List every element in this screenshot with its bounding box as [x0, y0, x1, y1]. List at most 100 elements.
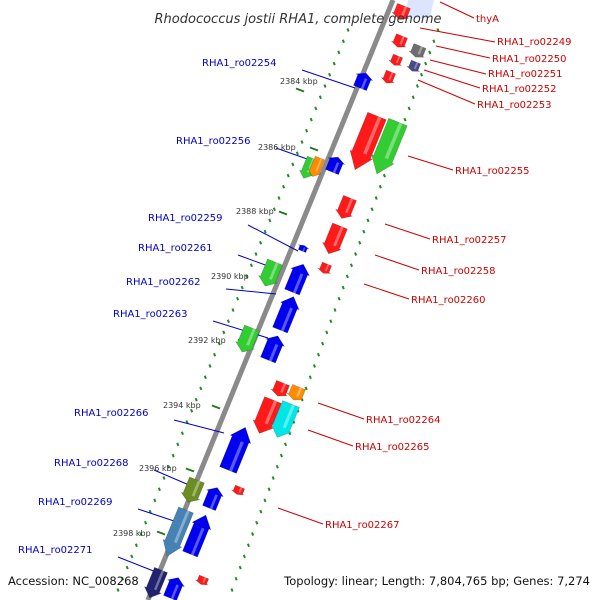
kbp-label: 2398 kbp [113, 529, 151, 538]
right-tick-track-dot [349, 263, 354, 268]
gene-label-RHA1_ro02252[interactable]: RHA1_ro02252 [482, 84, 557, 95]
gene-ro02252 [406, 59, 422, 72]
gene-label-RHA1_ro02265[interactable]: RHA1_ro02265 [355, 442, 430, 453]
right-tick-track-dot [403, 117, 407, 122]
gene-label-RHA1_ro02266[interactable]: RHA1_ro02266 [74, 408, 149, 419]
left-tick-track-dot [254, 252, 258, 256]
gene-ro02255-shine [363, 116, 382, 155]
gene-ro02251-shine [395, 56, 401, 64]
leader-RHA1_ro02255 [407, 155, 454, 171]
gene-label-RHA1_ro02260[interactable]: RHA1_ro02260 [411, 295, 486, 306]
major-tick [156, 530, 166, 536]
gene-label-RHA1_ro02257[interactable]: RHA1_ro02257 [432, 235, 507, 246]
left-tick-track-dot [341, 39, 345, 44]
gene-label-RHA1_ro02258[interactable]: RHA1_ro02258 [421, 266, 496, 277]
gene-ro02268-b-shine [191, 480, 201, 497]
left-tick-track-dot [199, 386, 203, 391]
gene-ro02264 [252, 396, 282, 434]
right-tick-track-dot [358, 240, 362, 245]
gene-ro02253 [381, 69, 397, 84]
leader-RHA1_ro02253 [417, 79, 476, 105]
left-tick-track-dot [305, 128, 309, 133]
right-tick-track-dot [354, 252, 358, 256]
gene-label-RHA1_ro02253[interactable]: RHA1_ro02253 [477, 100, 552, 111]
left-tick-track-dot [213, 352, 217, 357]
right-tick-track-dot [329, 319, 333, 324]
right-tick-track-dot [279, 453, 283, 458]
right-tick-track-dot [341, 285, 345, 290]
gene-label-RHA1_ro02268[interactable]: RHA1_ro02268 [54, 458, 129, 469]
right-tick-track-dot [374, 196, 378, 200]
gene-ro02267-shine [238, 487, 243, 493]
gene-label-RHA1_ro02249[interactable]: RHA1_ro02249 [497, 37, 572, 48]
leader-RHA1_ro02251 [429, 59, 487, 75]
right-tick-track-dot [337, 296, 341, 301]
left-tick-track-dot [125, 565, 129, 570]
right-tick-track-dot [321, 341, 325, 346]
gene-label-RHA1_ro02264[interactable]: RHA1_ro02264 [366, 415, 441, 426]
left-tick-track-dot [346, 28, 350, 32]
kbp-label: 2390 kbp [211, 272, 249, 281]
left-tick-track-dot [295, 151, 299, 156]
left-tick-track-dot [176, 442, 180, 447]
gene-ro02264-b [286, 383, 306, 401]
leader-RHA1_ro02265 [307, 429, 354, 447]
gene-ro02257 [321, 222, 348, 255]
gene-ro02256-b [307, 155, 326, 177]
gene-label-RHA1_ro02262[interactable]: RHA1_ro02262 [126, 277, 201, 288]
left-tick-track-dot [190, 408, 194, 413]
left-tick-track-dot [157, 487, 161, 492]
gene-label-RHA1_ro02254[interactable]: RHA1_ro02254 [202, 58, 277, 69]
left-tick-track-dot [240, 285, 244, 290]
gene-label-RHA1_ro02255[interactable]: RHA1_ro02255 [455, 166, 530, 177]
gene-label-RHA1_ro02267[interactable]: RHA1_ro02267 [325, 520, 400, 531]
leader-RHA1_ro02249 [419, 27, 496, 43]
left-tick-track-dot [217, 341, 221, 346]
left-tick-track-dot [337, 50, 341, 55]
gene-label-RHA1_ro02271[interactable]: RHA1_ro02271 [18, 545, 93, 556]
gene-label-thyA[interactable]: thyA [476, 14, 499, 25]
gene-ro02253-shine [388, 72, 394, 81]
gene-ro02255-b-shine [384, 122, 403, 160]
left-tick-track-dot [323, 84, 327, 88]
gene-ro02268-b [180, 476, 205, 503]
gene-label-RHA1_ro02261[interactable]: RHA1_ro02261 [138, 243, 213, 254]
right-tick-track-dot [230, 588, 234, 592]
gene-bottom-red [195, 574, 210, 586]
gene-label-RHA1_ro02259[interactable]: RHA1_ro02259 [148, 213, 223, 224]
gene-thyA [391, 2, 411, 20]
gene-label-RHA1_ro02256[interactable]: RHA1_ro02256 [176, 136, 251, 147]
gene-ro02271-b-shine [170, 584, 179, 600]
right-tick-track-dot [267, 487, 271, 492]
left-tick-track-dot [130, 554, 134, 559]
leader-RHA1_ro02250 [435, 45, 491, 59]
left-tick-track-dot [171, 453, 175, 458]
right-tick-track-dot [432, 39, 436, 44]
leader-RHA1_ro02258 [374, 254, 420, 271]
major-tick [295, 87, 305, 93]
major-tick [278, 210, 288, 216]
gene-ro02258-shine [324, 264, 330, 272]
left-tick-track-dot [291, 162, 295, 167]
gene-ro02259-shine [302, 247, 306, 252]
gene-label-RHA1_ro02251[interactable]: RHA1_ro02251 [488, 69, 563, 80]
gene-label-RHA1_ro02263[interactable]: RHA1_ro02263 [113, 309, 188, 320]
gene-ro02267 [231, 484, 246, 496]
left-tick-track-dot [259, 240, 263, 245]
leader-RHA1_ro02260 [363, 283, 410, 300]
right-tick-track-dot [259, 509, 263, 514]
right-tick-track-dot [370, 207, 374, 212]
gene-ro02271 [143, 566, 168, 599]
left-tick-track-dot [116, 588, 120, 592]
left-tick-track-dot [180, 431, 184, 436]
right-tick-track-dot [415, 84, 419, 88]
gene-label-RHA1_ro02269[interactable]: RHA1_ro02269 [38, 497, 113, 508]
right-tick-track-dot [308, 375, 312, 380]
gene-ro02261-shine [269, 262, 279, 280]
leader-RHA1_ro02261 [237, 254, 269, 267]
right-tick-track-dot [407, 106, 411, 111]
left-tick-track-dot [153, 498, 157, 503]
gene-label-RHA1_ro02250[interactable]: RHA1_ro02250 [492, 54, 567, 65]
gene-ro02268 [202, 487, 225, 512]
right-tick-track-dot [251, 532, 255, 536]
